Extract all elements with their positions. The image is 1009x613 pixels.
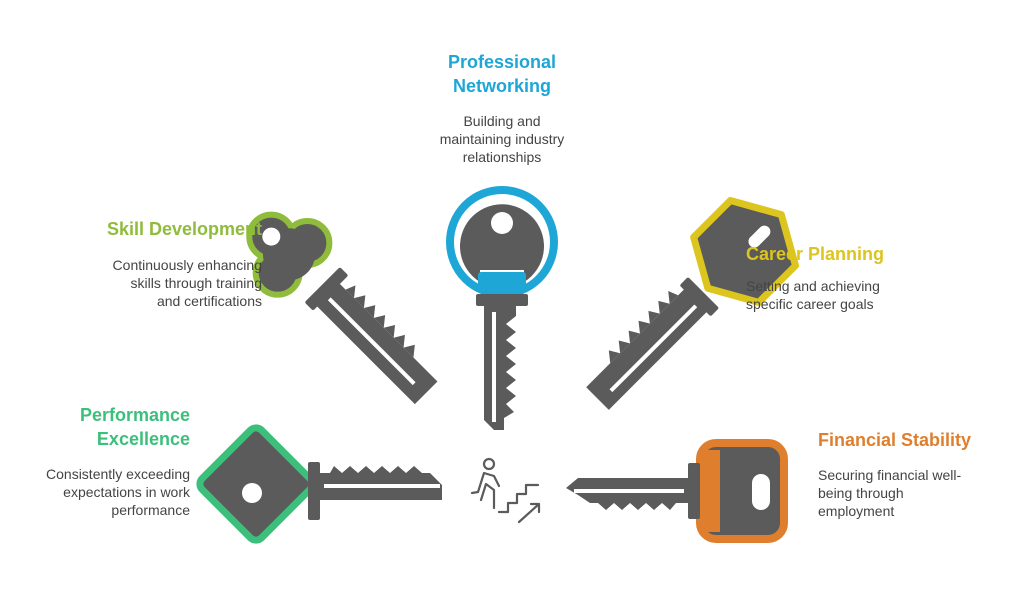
financial-stability-key: [566, 439, 788, 543]
skill-development-description: Continuously enhancing skills through tr…: [112, 257, 262, 309]
person-climbing-stairs-icon: [470, 457, 541, 524]
performance-excellence-title: Performance Excellence: [79, 405, 190, 449]
hexagon-key-bits: [608, 291, 679, 364]
skill-development-key: [246, 211, 438, 405]
diamond-key-groove: [324, 484, 440, 488]
cloverleaf-key-hole: [262, 227, 281, 246]
professional-networking-key: [446, 186, 558, 430]
diamond-key-blade: [320, 466, 442, 500]
performance-excellence-description: Consistently exceeding expectations in w…: [46, 466, 190, 518]
rounded-square-key-collar: [700, 450, 720, 532]
diamond-key-hole: [242, 483, 262, 503]
round-key-bow: [460, 204, 544, 282]
cloverleaf-key-bow: [246, 211, 333, 298]
hexagon-key-groove: [609, 304, 698, 393]
career-planning-key: [586, 197, 799, 410]
financial-stability-description: Securing financial well- being through e…: [818, 467, 962, 519]
financial-stability-title: Financial Stability: [818, 430, 972, 450]
rounded-square-key-blade: [566, 478, 688, 510]
hexagon-key-bow: [690, 197, 799, 306]
rounded-square-key-shoulder: [688, 463, 700, 519]
cloverleaf-key-shoulder: [305, 267, 348, 310]
career-planning-title: Career Planning: [746, 244, 885, 264]
round-key-blade: [484, 306, 516, 430]
performance-excellence-key: [196, 424, 442, 544]
diamond-key-shoulder: [308, 462, 320, 520]
hexagon-key-hole: [748, 225, 771, 248]
professional-networking-description: Building and maintaining industry relati…: [439, 113, 565, 165]
round-key-shoulder: [476, 294, 528, 306]
career-planning-description: Setting and achieving specific career go…: [746, 278, 880, 312]
cloverleaf-key-bits: [345, 285, 415, 358]
round-key-groove: [492, 312, 496, 422]
hexagon-key-shoulder: [680, 277, 719, 316]
round-key-collar: [478, 272, 526, 292]
rounded-square-key-hole: [752, 474, 770, 510]
round-key-hole: [491, 212, 513, 234]
cloverleaf-key-groove: [327, 297, 416, 386]
hexagon-key-blade: [586, 288, 708, 410]
professional-networking-title: Professional Networking: [447, 52, 557, 96]
skill-development-title: Skill Development: [106, 219, 262, 239]
rounded-square-key-groove: [574, 489, 684, 493]
